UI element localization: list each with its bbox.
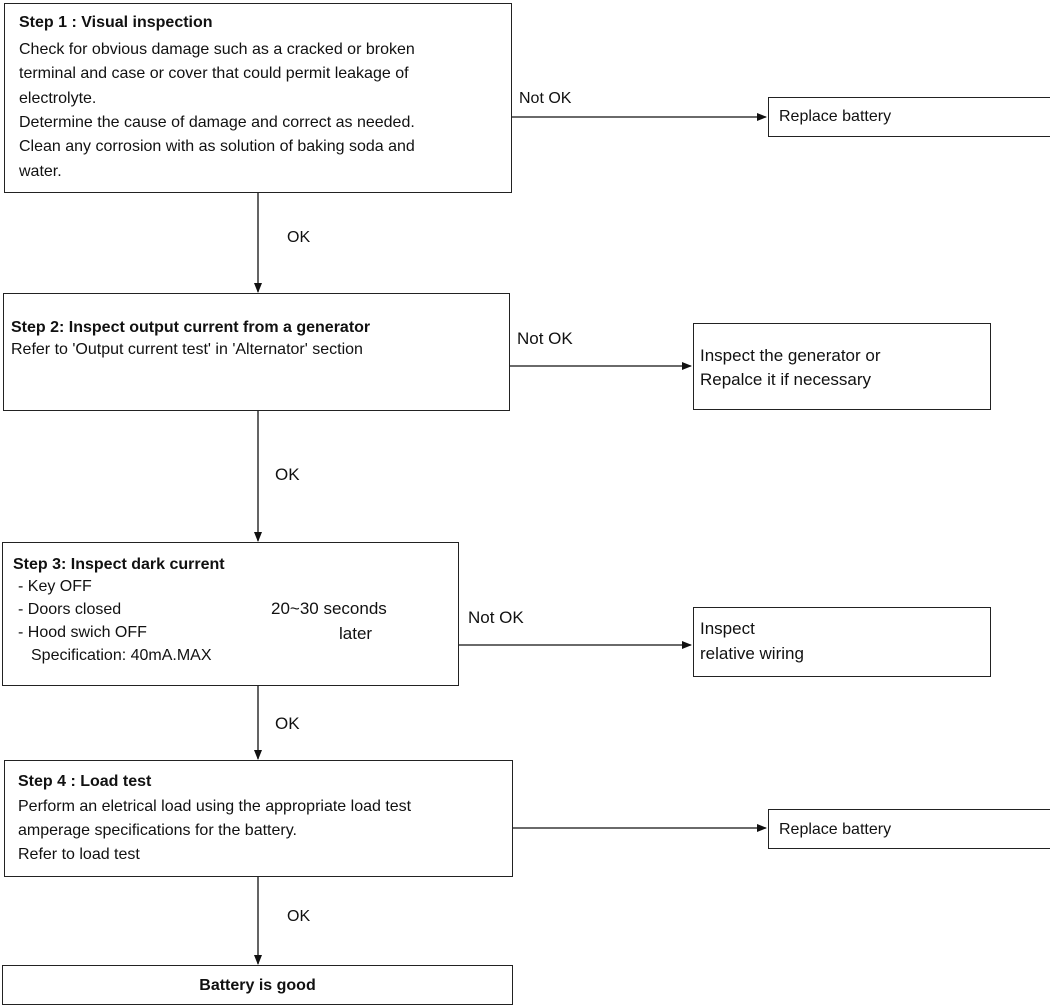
step1-title: Step 1 : Visual inspection	[19, 14, 213, 31]
inspect-generator-text: Repalce it if necessary	[700, 370, 872, 389]
ok-label-2: OK	[275, 465, 300, 484]
step2-line: Refer to 'Output current test' in 'Alter…	[11, 341, 363, 358]
step1-line: Determine the cause of damage and correc…	[19, 114, 415, 131]
step3-box: Step 3: Inspect dark current - Key OFF -…	[2, 542, 459, 686]
step4-line: Refer to load test	[18, 846, 140, 863]
replace-battery-box-2: Replace battery	[768, 809, 1050, 849]
condition-item: - Doors closed	[18, 601, 122, 618]
ok-label-1: OK	[287, 229, 311, 246]
step3-title: Step 3: Inspect dark current	[13, 556, 225, 573]
ok-label-3: OK	[275, 714, 300, 733]
replace-battery-text-1: Replace battery	[779, 108, 892, 125]
replace-battery-text-2: Replace battery	[779, 821, 892, 838]
ok-label-4: OK	[287, 908, 311, 925]
step2-box: Step 2: Inspect output current from a ge…	[3, 293, 510, 411]
step4-line: Perform an eletrical load using the appr…	[18, 798, 412, 815]
step4-line: amperage specifications for the battery.	[18, 822, 297, 839]
condition-item: - Key OFF	[18, 578, 92, 595]
not-ok-label-1: Not OK	[519, 90, 572, 107]
step4-box: Step 4 : Load test Perform an eletrical …	[4, 760, 513, 877]
step1-line: terminal and case or cover that could pe…	[19, 65, 409, 82]
step1-line: water.	[19, 163, 62, 180]
step2-title: Step 2: Inspect output current from a ge…	[11, 319, 371, 336]
condition-item: - Hood swich OFF	[18, 624, 147, 641]
inspect-generator-text: Inspect the generator or	[700, 346, 881, 365]
battery-good-box: Battery is good	[2, 965, 513, 1005]
step1-line: electrolyte.	[19, 90, 97, 107]
not-ok-label-2: Not OK	[517, 329, 573, 348]
inspect-wiring-text: Inspect	[700, 619, 755, 638]
timing-text: 20~30 seconds	[271, 599, 387, 618]
specification-text: Specification: 40mA.MAX	[31, 647, 212, 664]
step1-line: Check for obvious damage such as a crack…	[19, 41, 415, 58]
step1-line: Clean any corrosion with as solution of …	[19, 138, 415, 155]
replace-battery-box-1: Replace battery	[768, 97, 1050, 137]
timing-text: later	[339, 624, 373, 643]
step4-title: Step 4 : Load test	[18, 773, 152, 790]
not-ok-label-3: Not OK	[468, 608, 524, 627]
step1-box: Step 1 : Visual inspection Check for obv…	[4, 3, 512, 193]
inspect-wiring-box: Inspect relative wiring	[693, 607, 991, 677]
battery-good-text: Battery is good	[199, 977, 316, 994]
inspect-generator-box: Inspect the generator or Repalce it if n…	[693, 323, 991, 410]
inspect-wiring-text: relative wiring	[700, 644, 804, 663]
